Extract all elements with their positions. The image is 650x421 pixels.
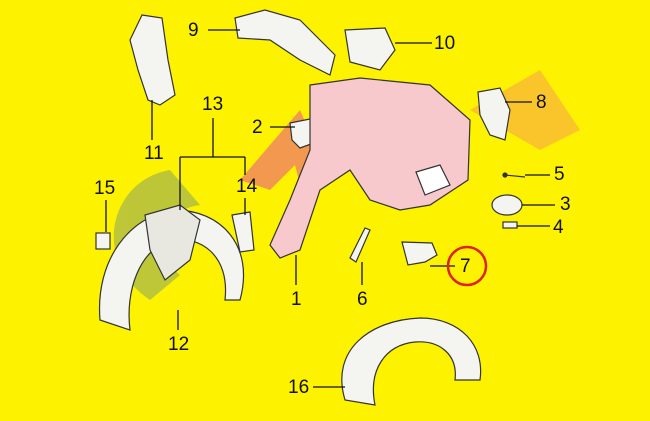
part-10-shape[interactable] [344, 27, 396, 71]
part-6-shape[interactable] [349, 227, 371, 263]
part-number-12[interactable]: 12 [168, 334, 190, 355]
part-7-shape[interactable] [401, 241, 438, 266]
part-number-6[interactable]: 6 [357, 289, 368, 310]
part-number-15[interactable]: 15 [94, 178, 116, 199]
part-4-shape[interactable] [502, 221, 518, 229]
part-1-shape[interactable] [269, 77, 471, 259]
part-number-16[interactable]: 16 [288, 377, 310, 398]
part-number-9[interactable]: 9 [188, 20, 199, 41]
part-number-5[interactable]: 5 [554, 164, 565, 185]
part-number-13[interactable]: 13 [202, 94, 224, 115]
part-number-11[interactable]: 11 [144, 143, 164, 164]
part-9-shape[interactable] [234, 9, 336, 76]
highlight-circle [446, 245, 488, 287]
part-3-shape[interactable] [491, 194, 523, 216]
part-number-14[interactable]: 14 [236, 176, 258, 197]
part-8-shape[interactable] [477, 87, 511, 141]
part-5-shape[interactable] [504, 174, 526, 178]
part-number-8[interactable]: 8 [536, 92, 547, 113]
part-number-4[interactable]: 4 [553, 217, 564, 238]
part-number-3[interactable]: 3 [560, 194, 571, 215]
part-number-1[interactable]: 1 [291, 289, 302, 310]
part-number-2[interactable]: 2 [252, 117, 263, 138]
part-16-shape[interactable] [341, 317, 482, 406]
part-15-shape[interactable] [95, 232, 111, 250]
part-number-10[interactable]: 10 [434, 33, 456, 54]
part-12-shape[interactable] [98, 209, 245, 331]
part-11-shape[interactable] [129, 14, 176, 106]
part-number-7[interactable]: 7 [460, 256, 471, 277]
part-14-shape[interactable] [231, 211, 255, 253]
